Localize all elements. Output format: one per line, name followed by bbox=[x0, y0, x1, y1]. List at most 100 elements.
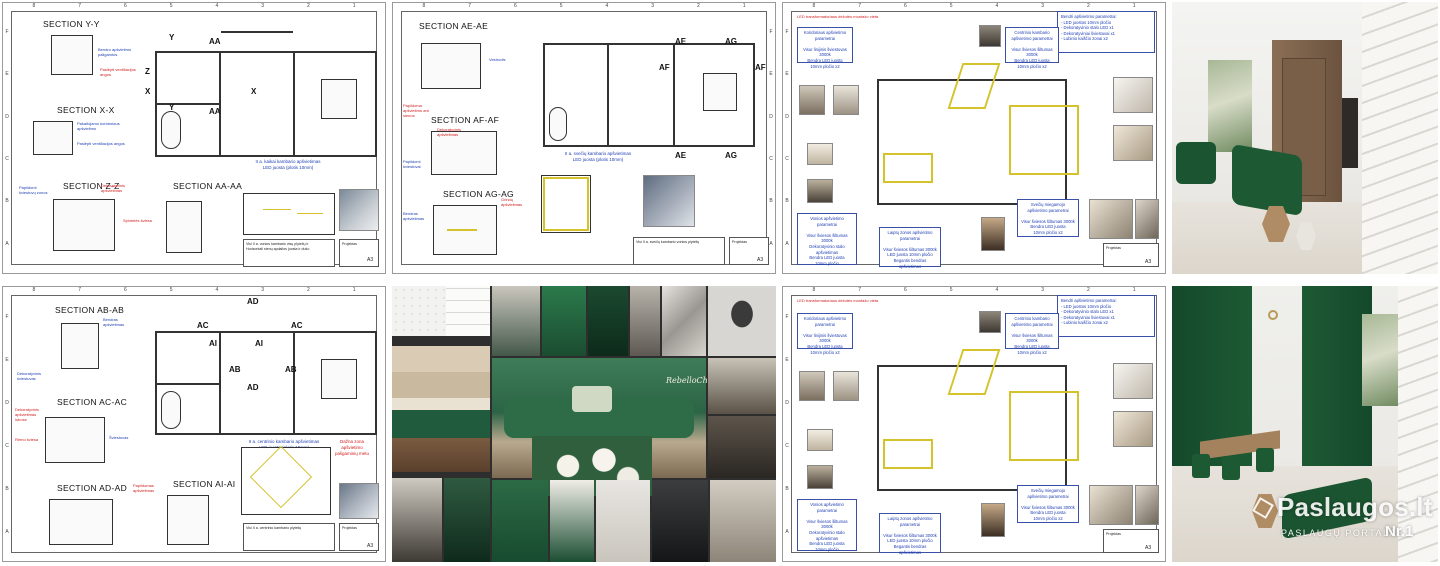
color-swatch bbox=[392, 410, 490, 438]
render-door bbox=[1282, 58, 1326, 196]
plan-wall bbox=[219, 51, 221, 157]
led-strip bbox=[263, 209, 291, 210]
watermark: Paslaugos.lt PASLAUGŲ PORTALAS Nr.1 bbox=[1252, 490, 1435, 560]
photo-black-room bbox=[652, 480, 708, 562]
render-thumbnail bbox=[807, 465, 833, 489]
plan-caption: II a. kaikai kambario apšvietimas LED ju… bbox=[255, 159, 321, 170]
annotation: Bendras apšvietimas bbox=[403, 211, 425, 221]
section-cut-label: Z bbox=[145, 67, 150, 76]
photo-green-wall bbox=[542, 286, 586, 356]
section-drawing bbox=[166, 201, 202, 253]
photo-bathroom bbox=[392, 478, 442, 562]
section-title: SECTION AI-AI bbox=[173, 479, 236, 489]
sheet-frame bbox=[791, 295, 1157, 553]
section-cut-label: AF bbox=[659, 63, 670, 72]
render-thumbnail bbox=[1135, 199, 1159, 239]
lighting-spec-box: Vonios apšvietimo parametrai Visur švies… bbox=[797, 499, 857, 552]
render-thumbnail bbox=[1135, 485, 1159, 525]
render-sofa bbox=[1232, 143, 1302, 217]
render-side-table bbox=[1296, 222, 1316, 250]
render-thumbnail bbox=[339, 483, 379, 519]
section-cut-label: AE bbox=[675, 37, 687, 46]
render-thumbnail bbox=[807, 143, 833, 165]
annotation: Pakaitojamo koridoriaus apšvietimo bbox=[77, 121, 120, 131]
annotation: Dekoratyvinis apšvietimas bbox=[437, 127, 462, 137]
plan-wall bbox=[607, 43, 609, 147]
section-cut-label: AF bbox=[755, 63, 766, 72]
section-cut-label: X bbox=[145, 87, 151, 96]
header-note: LED transformatoriaus dėžutės montažo vi… bbox=[797, 298, 879, 303]
led-strip bbox=[1009, 105, 1079, 175]
render-thumbnail bbox=[833, 85, 859, 115]
annotation: Grindų apšvietimas bbox=[501, 197, 523, 207]
led-strip bbox=[447, 229, 477, 231]
section-title: SECTION Y-Y bbox=[43, 19, 100, 29]
notes-box: Visi II a. vonios kambario visų plytelių… bbox=[243, 239, 335, 267]
render-thumbnail bbox=[1089, 199, 1133, 239]
annotation: Dekoratyvinis apšvietimas bbox=[101, 183, 126, 193]
section-cut-label: AB bbox=[285, 365, 297, 374]
annotation: Šviestuvas bbox=[109, 435, 129, 440]
annotation: Dekoratyvinis apšvietimas lubose bbox=[15, 407, 40, 422]
legend-box: Bendri apšvietimo parametrai: - LED juos… bbox=[1057, 11, 1155, 53]
photo-bath-green bbox=[492, 286, 540, 356]
annotation: Bendro apšvietimo paligamtos bbox=[98, 47, 132, 57]
led-strip bbox=[297, 213, 323, 214]
render-thumbnail bbox=[981, 503, 1005, 537]
render-thumbnail bbox=[1113, 77, 1153, 113]
section-drawing bbox=[45, 417, 105, 463]
render-pendant bbox=[1268, 310, 1278, 320]
watermark-logo: Paslaugos.lt bbox=[1277, 492, 1433, 522]
render-thumbnail bbox=[807, 179, 833, 203]
annotation: Papildomi šviestuvai bbox=[403, 159, 421, 169]
section-drawing bbox=[49, 499, 113, 545]
bathtub bbox=[161, 111, 181, 149]
render-artwork bbox=[1362, 314, 1402, 406]
section-title: SECTION X-X bbox=[57, 105, 115, 115]
bed bbox=[321, 79, 357, 119]
lighting-spec-box: Svečių miegamojo apšvietimo parametrai V… bbox=[1017, 199, 1079, 237]
sheet-number: A3 bbox=[367, 257, 374, 263]
render-green-wall bbox=[1302, 286, 1372, 476]
section-cut-label: AI bbox=[255, 339, 263, 348]
floor-plan bbox=[877, 365, 1067, 491]
lighting-spec-box: Koridoriaus apšvietimo parametrai Visur … bbox=[797, 313, 853, 355]
sheet-frame bbox=[401, 11, 767, 265]
render-stairs bbox=[1362, 2, 1438, 274]
photo-side-table bbox=[708, 286, 776, 356]
section-title: SECTION AB-AB bbox=[55, 305, 125, 315]
lighting-spec-box: Svečių miegamojo apšvietimo parametrai V… bbox=[1017, 485, 1079, 523]
hexagon-icon bbox=[1252, 497, 1274, 519]
annotation: Dekoratyvinis šviestuvas bbox=[17, 371, 42, 381]
section-cut-label: AD bbox=[247, 383, 259, 392]
render-stairs bbox=[1398, 286, 1438, 562]
plan-wall bbox=[673, 43, 675, 147]
color-swatch bbox=[392, 398, 490, 410]
photo-stairs bbox=[708, 416, 776, 478]
annotation: Paslėpti ventiliacijos angos bbox=[77, 141, 125, 146]
tile-swatch bbox=[392, 286, 446, 336]
sheet-number: A3 bbox=[757, 257, 764, 263]
title-block: Projektas bbox=[1103, 243, 1159, 267]
annotation: Rėmo šviesa bbox=[15, 437, 39, 442]
render-thumbnail bbox=[799, 371, 825, 401]
plan-wall bbox=[293, 51, 295, 157]
render-thumbnail bbox=[1089, 485, 1133, 525]
plan-wall bbox=[155, 383, 219, 385]
section-title: SECTION Z-Z bbox=[63, 181, 120, 191]
color-swatch bbox=[392, 438, 490, 472]
plan-wall bbox=[155, 103, 219, 105]
color-swatch bbox=[392, 372, 490, 398]
render-artwork bbox=[1208, 60, 1252, 152]
render-chair bbox=[1192, 454, 1210, 478]
annotation: Papildomas apšvietimas bbox=[133, 483, 155, 493]
photo-green-room bbox=[588, 286, 628, 356]
section-title: SECTION AG-AG bbox=[443, 189, 514, 199]
